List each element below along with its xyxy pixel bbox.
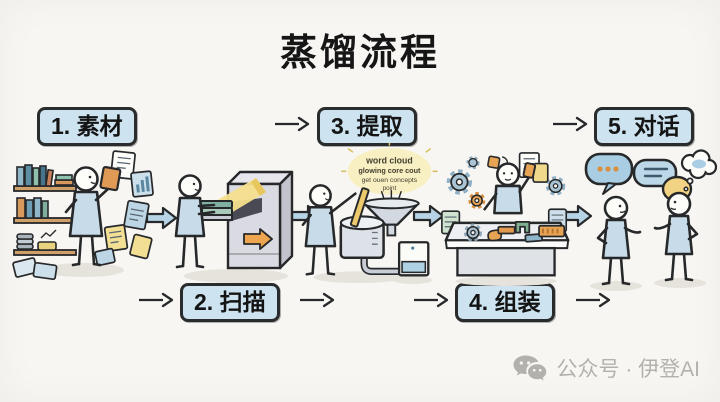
thought-bubble-icon — [680, 149, 718, 192]
step-label-3: 3. 提取 — [317, 107, 417, 146]
watermark: 公众号 · 伊登AI — [513, 353, 700, 383]
arrow-icon — [552, 116, 588, 132]
gear-icon — [466, 156, 480, 170]
step-label-5: 5. 对话 — [594, 107, 694, 146]
arrow-icon — [138, 292, 174, 308]
arrow-icon — [299, 292, 335, 308]
arrow-icon — [274, 116, 310, 132]
page-title: 蒸馏流程 — [280, 32, 440, 73]
arrow-icon — [413, 292, 449, 308]
step-label-2: 2. 扫描 — [180, 283, 280, 322]
scene-extract-funnel-illustration: word cloud glowing core cout get ouen co… — [300, 143, 438, 289]
step-label-4: 4. 组装 — [455, 283, 555, 322]
flow-arrow-icon — [145, 205, 179, 231]
arrow-icon — [575, 292, 611, 308]
gear-icon — [468, 192, 486, 210]
word-cloud-line: word cloud — [365, 156, 413, 166]
speech-bubble-icon — [632, 158, 678, 188]
watermark-text: 公众号 · 伊登AI — [556, 358, 700, 381]
step-label-1: 1. 素材 — [37, 107, 137, 146]
scene-scan-machine-illustration — [168, 150, 300, 288]
speech-bubble-icon — [584, 152, 634, 195]
gear-icon — [463, 223, 483, 242]
flow-arrow-icon — [412, 203, 446, 229]
word-cloud-line: glowing core cout — [358, 166, 421, 175]
scene-materials-illustration — [8, 146, 156, 288]
word-cloud-line: point — [383, 185, 397, 192]
gear-icon — [545, 176, 566, 196]
scene-dialogue-people-illustration — [578, 146, 718, 294]
gear-icon — [446, 169, 472, 195]
word-cloud-line: get ouen concepts — [362, 177, 418, 184]
scene-assemble-workbench-illustration — [438, 148, 574, 288]
wechat-icon — [513, 354, 547, 382]
